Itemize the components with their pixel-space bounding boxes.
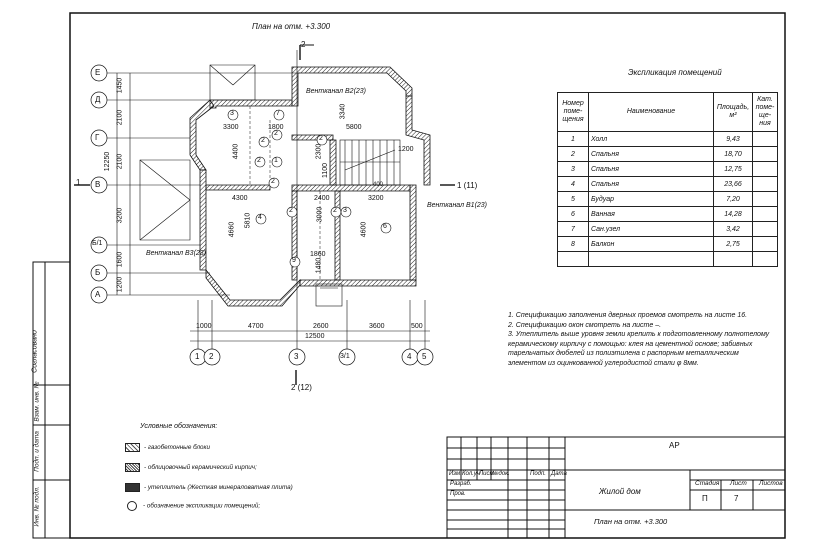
- title-block-col: Кол.уч: [462, 471, 480, 477]
- axis-row-label: Г: [95, 133, 100, 142]
- room-mark: 2: [257, 157, 261, 164]
- explication-header: Кат. поме-ще-ния: [752, 92, 778, 132]
- dimension-bottom-total: 12500: [305, 333, 325, 340]
- title-block-col: Подп.: [530, 471, 546, 477]
- notes-block: 1. Спецификацию заполнения дверных проем…: [508, 311, 778, 368]
- room-mark: 3: [343, 207, 347, 214]
- legend-item: - обозначение экспликации помещений;: [125, 501, 260, 511]
- room-mark: 9: [292, 257, 296, 264]
- room-mark: 2: [271, 178, 275, 185]
- title-block-stage-label: Стадия: [695, 480, 720, 487]
- dimension-inner: 1200: [398, 146, 414, 153]
- room-mark: 7: [276, 110, 280, 117]
- dimension-inner: 2400: [314, 195, 330, 202]
- section-mark-bottom: 2 (12): [291, 383, 312, 392]
- table-row: [557, 251, 778, 267]
- dimension-inner: 1800: [268, 124, 284, 131]
- aerated-block-swatch-icon: [125, 443, 140, 452]
- dimension-inner: 1860: [310, 251, 326, 258]
- dimension-inner: 4300: [232, 195, 248, 202]
- room-mark: 2: [261, 137, 265, 144]
- dimension-bottom: 4700: [248, 323, 264, 330]
- room-mark: 6: [383, 223, 387, 230]
- legend-title: Условные обозначения:: [140, 423, 218, 430]
- axis-col-label: 3/1: [340, 353, 350, 360]
- title-block-code: АР: [669, 441, 680, 450]
- legend-item: - облицовочный керамический кирпич;: [125, 463, 257, 472]
- room-mark: 2: [333, 207, 337, 214]
- legend-item: - утеплитель (Жесткая минераловатная пли…: [125, 483, 293, 492]
- axis-row-label: Е: [95, 68, 101, 77]
- title-block-role: Разраб.: [450, 481, 472, 487]
- dimension-bottom: 3600: [369, 323, 385, 330]
- room-mark: 3: [230, 110, 234, 117]
- axis-row-label: Б/1: [92, 240, 103, 247]
- dimension-bottom: 1000: [196, 323, 212, 330]
- title-block-sheet: 7: [734, 494, 739, 503]
- section-mark-right: 1 (11): [457, 181, 478, 190]
- title-block-col: Лист: [479, 471, 495, 477]
- vent-label: Вентканал В2(23): [306, 88, 367, 95]
- room-mark-circle-icon: [127, 501, 137, 511]
- dimension-bottom: 500: [411, 323, 423, 330]
- title-block-col: №док.: [492, 471, 510, 477]
- explication-title: Экспликация помещений: [628, 68, 722, 77]
- note-item: 3. Утеплитель выше уровня земли крепить …: [508, 331, 770, 367]
- title-block-stage: П: [702, 494, 708, 503]
- note-item: 2. Спецификацию окон смотреть на листе –…: [508, 321, 662, 329]
- dimension-inner: 5800: [346, 124, 362, 131]
- plan-title: План на отм. +3.300: [252, 22, 331, 31]
- axis-col-label: 1: [195, 352, 200, 361]
- legend-item: - газобетонные блоки: [125, 443, 210, 452]
- room-mark: 2: [289, 207, 293, 214]
- room-mark: 2: [274, 130, 278, 137]
- axis-row-label: Б: [95, 268, 101, 277]
- title-block-sheet-title: План на отм. +3.300: [594, 517, 668, 526]
- room-mark: 4: [258, 214, 262, 221]
- title-block-col: Изм.: [449, 471, 462, 477]
- dimension-inner: 3300: [223, 124, 239, 131]
- dimension-inner: 3200: [368, 195, 384, 202]
- note-item: 1. Спецификацию заполнения дверных проем…: [508, 312, 748, 319]
- vent-label: Вентканал В1(23): [427, 202, 488, 209]
- title-block-role: Пров.: [450, 491, 466, 497]
- axis-row-label: Д: [95, 95, 101, 104]
- axis-row-label: А: [95, 290, 101, 299]
- axis-col-label: 4: [407, 352, 412, 361]
- axis-col-label: 2: [209, 352, 214, 361]
- explication-table: Номер поме-щения Наименование Площадь, м…: [557, 92, 778, 267]
- facing-brick-swatch-icon: [125, 463, 140, 472]
- section-mark-left: 1: [76, 178, 81, 187]
- axis-col-label: 3: [294, 352, 299, 361]
- dimension-inner: 400: [373, 182, 384, 188]
- dimension-bottom: 2600: [313, 323, 329, 330]
- title-block-object: Жилой дом: [599, 487, 641, 496]
- vent-label: Вентканал В3(23): [146, 250, 207, 257]
- title-block-col: Дата: [551, 471, 567, 477]
- title-block-sheets-label: Листов: [759, 480, 783, 487]
- axis-col-label: 5: [422, 352, 427, 361]
- room-mark: 1: [274, 157, 278, 164]
- axis-row-label: В: [95, 180, 101, 189]
- insulation-swatch-icon: [125, 483, 140, 492]
- room-mark: 2: [319, 135, 323, 142]
- title-block-sheet-label: Лист: [730, 480, 747, 487]
